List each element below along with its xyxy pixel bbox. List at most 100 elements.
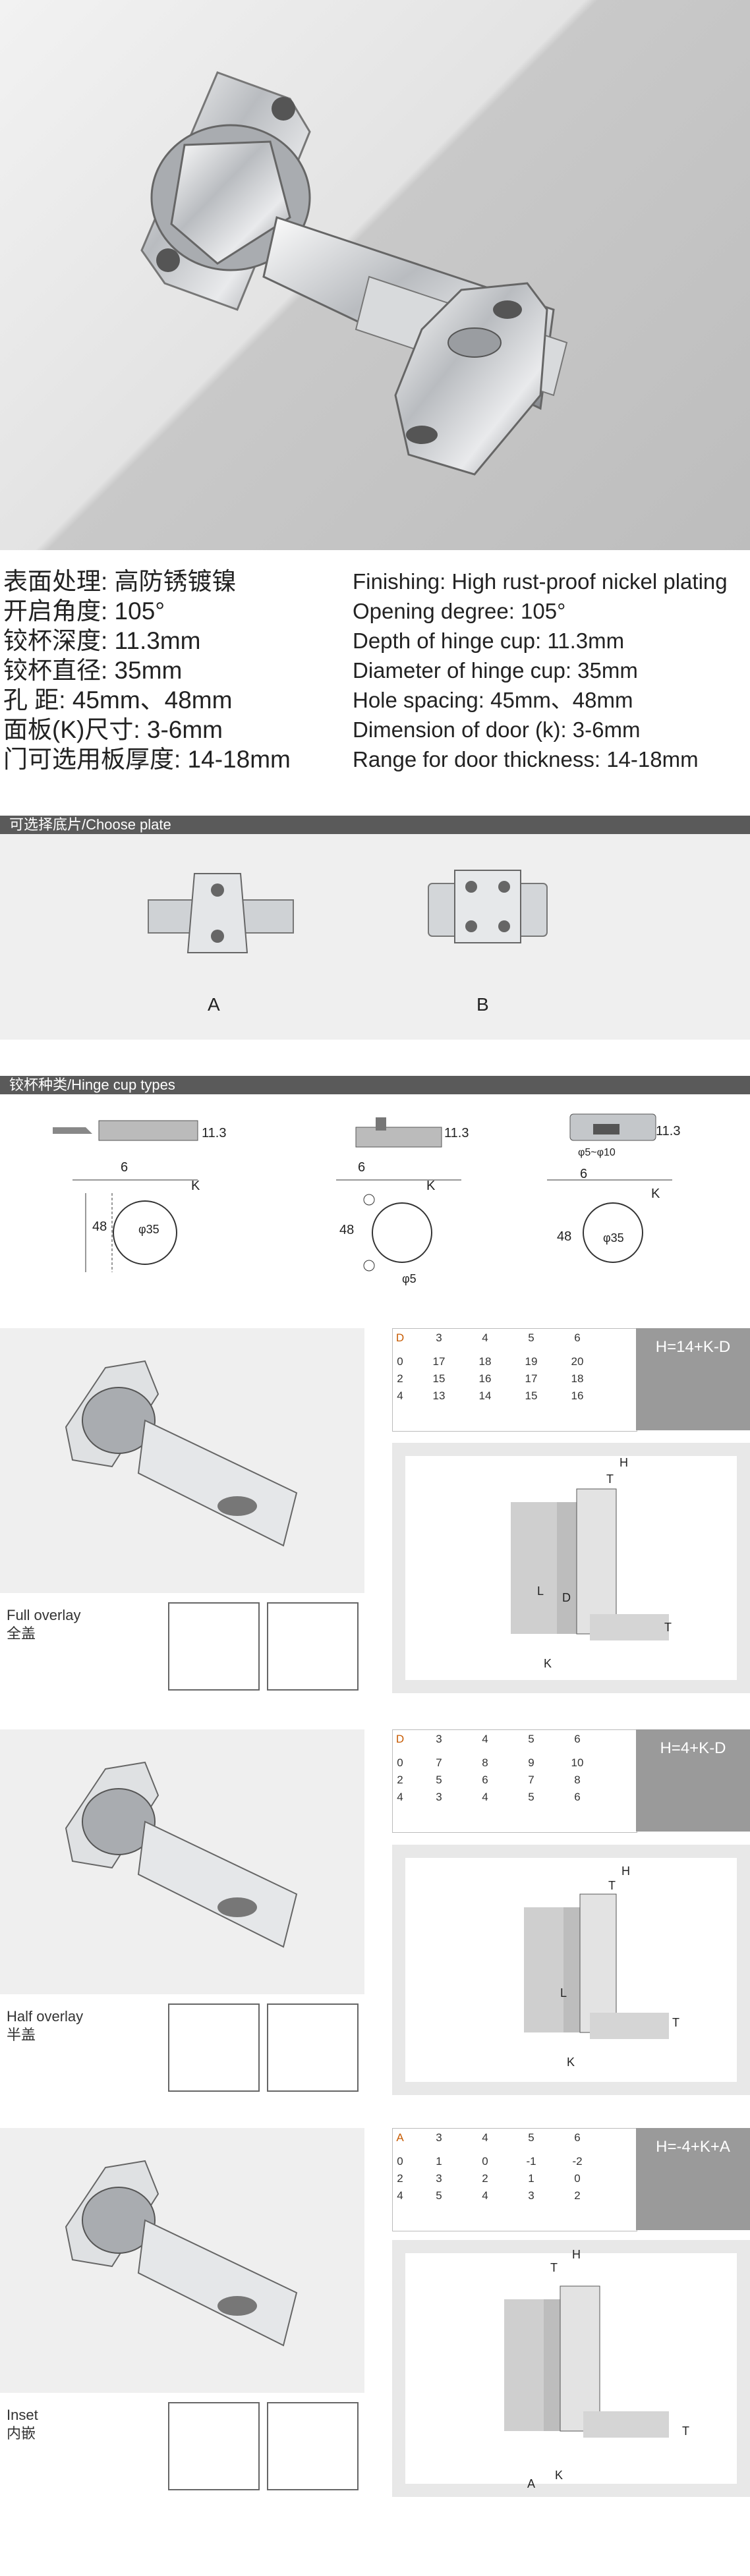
- table-cell: 4: [482, 1791, 488, 1803]
- table-cell: 13: [432, 1389, 446, 1402]
- cup-types-title: 铰杯种类/Hinge cup types: [0, 1076, 750, 1094]
- table-header: 5: [528, 1331, 534, 1344]
- spec-cn-line: 开启角度: 105°: [3, 598, 165, 625]
- spec-en-line: Diameter of hinge cup: 35mm: [353, 658, 638, 683]
- table-row-k: 0: [397, 1756, 403, 1769]
- table-corner: A: [396, 2131, 404, 2144]
- table-cell: 18: [571, 1372, 584, 1385]
- spec-cn-line: 门可选用板厚度: 14-18mm: [3, 746, 291, 773]
- inset-name-cn: 内嵌: [7, 2425, 36, 2442]
- table-cell: 17: [432, 1355, 446, 1368]
- table-cell: 0: [482, 2155, 488, 2168]
- dim-six-3: 6: [580, 1167, 588, 1181]
- dim-k-1: K: [191, 1179, 200, 1193]
- half-overlay-caption-panel: Half overlay 半盖: [0, 1996, 364, 2104]
- inset-hinge-icon: [65, 2160, 298, 2347]
- dim-six-2: 6: [358, 1160, 366, 1175]
- dim-phi5-2: φ5: [402, 1272, 417, 1285]
- table-row-k: 4: [397, 2189, 403, 2202]
- table-cell: 19: [525, 1355, 538, 1368]
- inset-thumb-2: [267, 2402, 359, 2490]
- full-overlay-table: D 3 4 5 6 0 17 18 19 20 2 15 16 17 18 4 …: [392, 1328, 637, 1432]
- plate-a-label: A: [208, 994, 220, 1015]
- table-cell: 7: [528, 1774, 534, 1786]
- half-overlay-diagram-panel: H T L T K: [392, 1845, 750, 2095]
- full-overlay-caption-panel: Full overlay 全盖: [0, 1594, 364, 1703]
- label-t2: T: [672, 2016, 679, 2029]
- spec-cn-line: 表面处理: 高防锈镀镍: [3, 568, 237, 595]
- table-cell: 18: [478, 1355, 492, 1368]
- label-t2: T: [682, 2424, 689, 2438]
- dim-phi5-10: φ5~φ10: [578, 1147, 616, 1158]
- spec-cn-line: 铰杯直径: 35mm: [3, 657, 183, 684]
- table-cell: 4: [482, 2189, 488, 2202]
- label-t2: T: [664, 1621, 672, 1634]
- table-header: 3: [436, 2131, 442, 2144]
- table-cell: 2: [574, 2189, 581, 2202]
- table-cell: 16: [478, 1372, 492, 1385]
- spec-cn-line: 面板(K)尺寸: 3-6mm: [3, 716, 223, 743]
- label-l: L: [537, 1584, 544, 1598]
- table-header: 6: [574, 1331, 581, 1344]
- table-row-k: 4: [397, 1791, 403, 1803]
- dim-depth-2: 11.3: [444, 1126, 469, 1140]
- table-header: 6: [574, 1733, 581, 1745]
- label-l: L: [560, 1986, 567, 2000]
- half-overlay-thumb-2: [267, 2003, 359, 2092]
- label-a: A: [527, 2477, 536, 2490]
- table-row-k: 0: [397, 1355, 403, 1368]
- inset-photo-panel: [0, 2128, 364, 2393]
- dim-k-3: K: [651, 1187, 660, 1201]
- half-overlay-hinge-icon: [65, 1761, 298, 1948]
- choose-plate-panel: A B: [0, 834, 750, 1040]
- hinge-hero-icon: [140, 71, 568, 476]
- table-cell: 2: [482, 2172, 488, 2185]
- table-cell: 3: [436, 1791, 442, 1803]
- table-cell: 5: [436, 2189, 442, 2202]
- table-row-k: 4: [397, 1389, 403, 1402]
- table-cell: 15: [432, 1372, 446, 1385]
- inset-diagram-panel: T H T A K: [392, 2240, 750, 2497]
- table-cell: 5: [436, 1774, 442, 1786]
- inset-section-drawing: [504, 2285, 669, 2438]
- inset-caption-panel: Inset 内嵌: [0, 2394, 364, 2503]
- table-row-k: 2: [397, 1372, 403, 1385]
- table-row-k: 2: [397, 2172, 403, 2185]
- table-cell: 8: [482, 1756, 488, 1769]
- spec-en-line: Dimension of door (k): 3-6mm: [353, 717, 641, 742]
- table-header: 3: [436, 1733, 442, 1745]
- cup-type-1-drawing: [53, 1120, 198, 1272]
- table-cell: 6: [574, 1791, 581, 1803]
- inset-table: A 3 4 5 6 0 1 0 -1 -2 2 3 2 1 0 4 5 4 3 …: [392, 2128, 637, 2231]
- table-cell: 14: [478, 1389, 492, 1402]
- half-overlay-section-drawing: [524, 1893, 669, 2039]
- table-cell: 20: [571, 1355, 584, 1368]
- table-header: 6: [574, 2131, 581, 2144]
- full-overlay-photo-panel: [0, 1328, 364, 1593]
- dim-depth-3: 11.3: [656, 1124, 681, 1138]
- label-t: T: [550, 2261, 558, 2274]
- spec-cn-line: 铰杯深度: 11.3mm: [3, 627, 201, 654]
- table-corner: D: [395, 1331, 405, 1344]
- label-k: K: [544, 1657, 552, 1670]
- table-cell: 9: [528, 1756, 534, 1769]
- table-header: 3: [436, 1331, 442, 1344]
- plate-b-icon: [428, 870, 548, 943]
- full-overlay-hinge-icon: [65, 1360, 298, 1547]
- label-k: K: [555, 2469, 563, 2482]
- cup-types-panel: 11.3 6 K 48 φ35 11.3 6 K 48 φ5 11.3 φ5~φ…: [0, 1094, 750, 1312]
- full-overlay-section-drawing: [511, 1488, 669, 1640]
- half-overlay-name-en: Half overlay: [7, 2008, 84, 2025]
- inset-name-en: Inset: [7, 2407, 38, 2423]
- spec-cn-line: 孔 距: 45mm、48mm: [3, 686, 233, 714]
- half-overlay-thumb-1: [168, 2003, 260, 2092]
- label-h: H: [621, 1864, 630, 1878]
- table-cell: -2: [572, 2155, 583, 2168]
- table-cell: 7: [436, 1756, 442, 1769]
- table-cell: 5: [528, 1791, 534, 1803]
- dim-phi35-1: φ35: [138, 1223, 159, 1236]
- table-cell: 3: [436, 2172, 442, 2185]
- full-overlay-thumb-2: [267, 1602, 359, 1691]
- half-overlay-table: D 3 4 5 6 0 7 8 9 10 2 5 6 7 8 4 3 4 5 6: [392, 1729, 637, 1833]
- hero-hinge-photo: [0, 0, 750, 550]
